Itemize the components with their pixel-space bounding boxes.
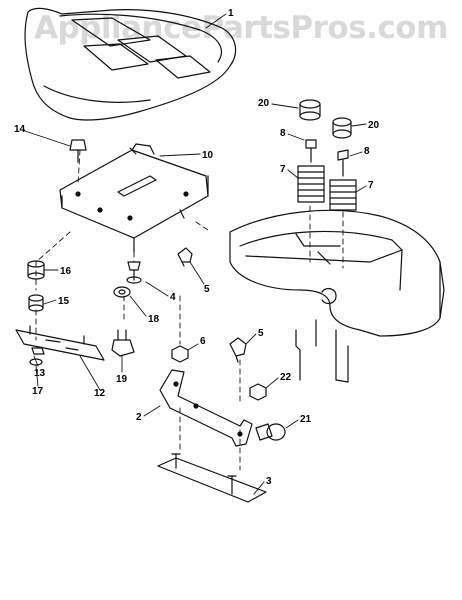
seat-part bbox=[24, 7, 237, 121]
callout-5: 5 bbox=[258, 328, 264, 339]
bushing-part bbox=[28, 294, 44, 312]
callout-8: 8 bbox=[280, 128, 286, 139]
pivot-bracket-part bbox=[159, 369, 253, 447]
callout-1: 1 bbox=[228, 8, 234, 19]
assembly-lines bbox=[35, 149, 344, 471]
callouts: 1 20 20 14 10 8 8 7 7 16 15 4 5 18 13 17… bbox=[14, 8, 380, 487]
spring-part bbox=[297, 165, 357, 211]
callout-20: 20 bbox=[258, 98, 270, 109]
callout-4: 4 bbox=[170, 292, 176, 303]
bolt-part bbox=[126, 261, 142, 284]
callout-6: 6 bbox=[200, 336, 206, 347]
callout-12: 12 bbox=[94, 388, 106, 399]
mounting-plate-part bbox=[157, 453, 267, 503]
callout-16: 16 bbox=[60, 266, 72, 277]
callout-19: 19 bbox=[116, 374, 128, 385]
callout-14: 14 bbox=[14, 124, 26, 135]
knob-part bbox=[255, 423, 286, 441]
knob-part bbox=[111, 329, 135, 357]
nut-part bbox=[171, 345, 189, 363]
nut-part bbox=[29, 347, 45, 366]
callout-15: 15 bbox=[58, 296, 70, 307]
bolt-part bbox=[305, 139, 349, 177]
callout-22: 22 bbox=[280, 372, 292, 383]
watermark: AppliancePartsPros.com bbox=[34, 10, 448, 46]
callout-3: 3 bbox=[266, 476, 272, 487]
callout-21: 21 bbox=[300, 414, 312, 425]
callout-7: 7 bbox=[280, 164, 286, 175]
callout-7: 7 bbox=[368, 180, 374, 191]
callout-17: 17 bbox=[32, 386, 44, 397]
clip-part bbox=[229, 337, 247, 363]
callout-2: 2 bbox=[136, 412, 142, 423]
leader-lines bbox=[21, 13, 367, 495]
nut-part bbox=[249, 383, 267, 401]
callout-13: 13 bbox=[34, 368, 46, 379]
callout-5: 5 bbox=[204, 284, 210, 295]
spacer-part bbox=[299, 99, 352, 139]
fender-part bbox=[229, 209, 445, 383]
callout-10: 10 bbox=[202, 150, 214, 161]
clip-part bbox=[177, 247, 193, 267]
callout-18: 18 bbox=[148, 314, 160, 325]
slide-bracket-part bbox=[15, 325, 105, 361]
callout-20: 20 bbox=[368, 120, 380, 131]
washer-part bbox=[113, 286, 131, 298]
seat-pan-part bbox=[59, 143, 209, 253]
callout-8: 8 bbox=[364, 146, 370, 157]
knob-part bbox=[69, 139, 87, 163]
